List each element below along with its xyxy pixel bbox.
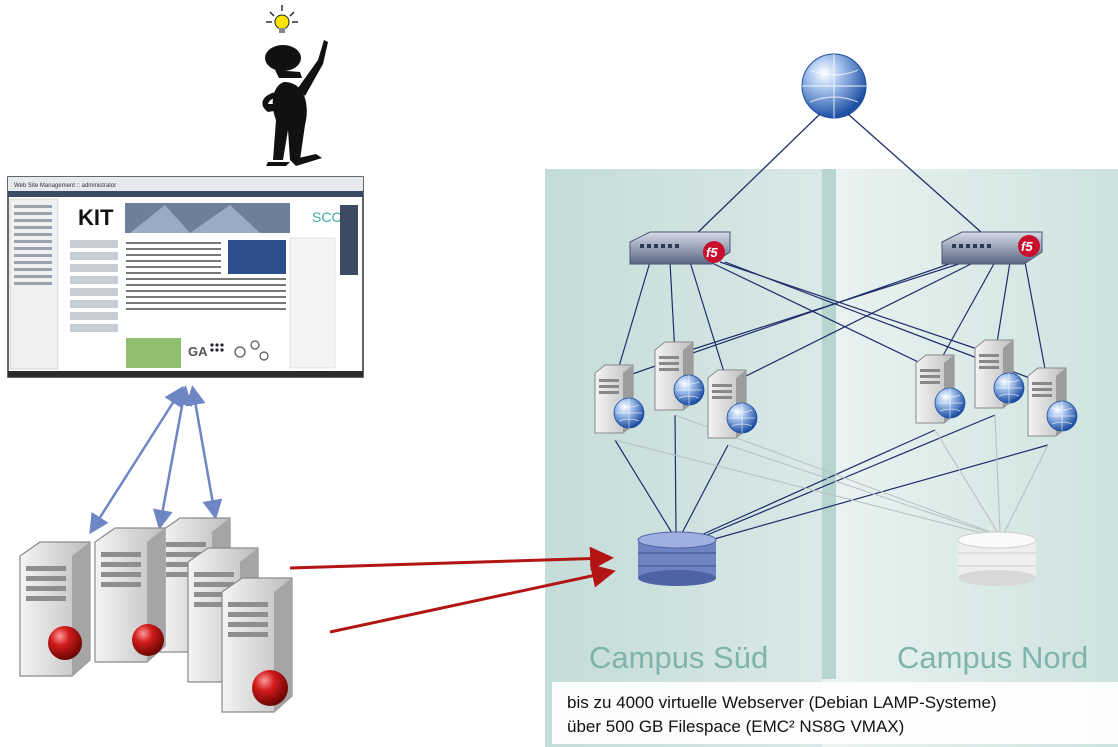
internet-globe-icon xyxy=(801,53,867,119)
campus-sued-label: Campus Süd xyxy=(589,640,768,675)
info-line-webserver: bis zu 4000 virtuelle Webserver (Debian … xyxy=(567,693,997,712)
info-line-filespace: über 500 GB Filespace (EMC² NS8G VMAX) xyxy=(567,717,904,736)
server-cluster-icon xyxy=(19,517,293,713)
website-screenshot: Web Site Management :: administrator KIT… xyxy=(7,176,364,378)
lightbulb-icon xyxy=(266,5,298,33)
deployment-arrows xyxy=(289,546,616,634)
scc-logo: SCC xyxy=(312,209,342,225)
client-request-arrows xyxy=(89,385,223,535)
campus-sued-panel xyxy=(545,169,822,747)
storage-passive-database-icon xyxy=(957,531,1037,586)
loadbalancer-sued-icon: f5 xyxy=(629,231,731,265)
loadbalancer-nord-icon: f5 xyxy=(941,231,1043,265)
thinking-person-icon xyxy=(262,40,328,166)
campus-nord-label: Campus Nord xyxy=(897,640,1088,675)
f5-logo-text: f5 xyxy=(706,245,718,260)
storage-active-database-icon xyxy=(637,531,717,586)
f5-logo-text: f5 xyxy=(1021,239,1033,254)
campus-divider xyxy=(822,169,836,679)
browser-title: Web Site Management :: administrator xyxy=(14,183,116,189)
kit-logo: KIT xyxy=(78,205,114,230)
info-box xyxy=(552,682,1118,744)
ga-logo: GA xyxy=(188,344,208,359)
uplink-lines xyxy=(689,113,991,241)
